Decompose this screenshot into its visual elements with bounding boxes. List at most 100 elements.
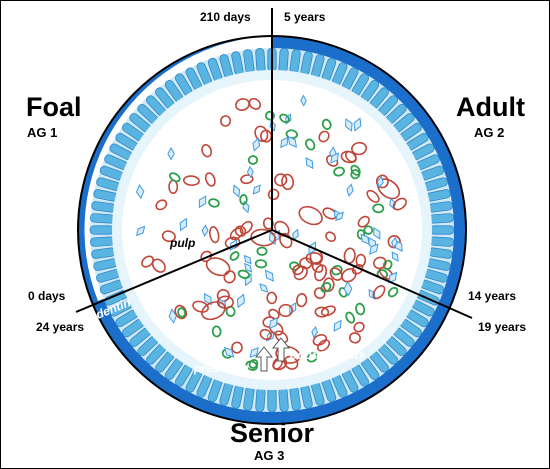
blood-vessel-red bbox=[259, 328, 272, 341]
blood-vessel-red bbox=[231, 341, 243, 354]
blood-vessel-red bbox=[192, 300, 209, 313]
blood-vessel-red bbox=[281, 173, 295, 191]
fibroblast-cell bbox=[252, 137, 261, 152]
blood-vessel-red bbox=[248, 97, 262, 110]
fibroblast-cell bbox=[360, 233, 370, 245]
vessel-green bbox=[279, 113, 290, 124]
vessel-green bbox=[177, 307, 186, 318]
fibroblast-cell bbox=[243, 254, 252, 265]
fibroblast-cell bbox=[236, 293, 245, 309]
blood-vessel-red bbox=[314, 264, 328, 282]
label-predentin: predentin bbox=[193, 361, 249, 375]
blood-vessel-red bbox=[141, 255, 154, 268]
vessel-green bbox=[363, 225, 374, 235]
divider-right bbox=[271, 229, 473, 319]
fibroblast-cell bbox=[244, 273, 252, 287]
vessel-green bbox=[169, 172, 181, 183]
fibroblast-cell bbox=[244, 262, 253, 273]
vessel-green bbox=[321, 118, 332, 130]
vessel-green bbox=[256, 246, 268, 256]
blood-vessel-red bbox=[239, 220, 253, 235]
fibroblast-cell bbox=[289, 302, 297, 315]
blood-vessel-red bbox=[373, 256, 387, 270]
vessel-green bbox=[382, 259, 393, 270]
blood-vessel-red bbox=[312, 334, 328, 346]
vessel-green bbox=[208, 198, 220, 208]
blood-vessel-red bbox=[182, 175, 200, 186]
fibroblast-cell bbox=[391, 236, 398, 249]
blood-vessel-red bbox=[209, 226, 220, 244]
odontoblast-cell bbox=[255, 48, 266, 73]
odontoblast-cell bbox=[255, 387, 266, 412]
label-odontoblasts: odontoblasts bbox=[290, 348, 366, 362]
blood-vessel-red bbox=[204, 172, 216, 187]
group-senior-code: AG 3 bbox=[254, 448, 284, 463]
blood-vessel-red bbox=[283, 355, 299, 370]
blood-vessel-red bbox=[250, 228, 276, 247]
vessel-green bbox=[265, 110, 275, 121]
pulp-content bbox=[135, 94, 407, 371]
blood-vessel-red bbox=[341, 267, 357, 283]
vessel-green bbox=[387, 286, 399, 298]
vessel-green bbox=[306, 352, 319, 363]
vessel-green bbox=[333, 166, 345, 177]
vessel-green bbox=[247, 155, 259, 165]
blood-vessel-red bbox=[317, 339, 331, 352]
fibroblast-cell bbox=[344, 118, 353, 132]
blood-vessel-red bbox=[353, 321, 365, 333]
vessel-green bbox=[372, 203, 385, 214]
blood-vessel-red bbox=[229, 227, 244, 241]
blood-vessel-red bbox=[329, 267, 343, 281]
odontoblast-cell bbox=[90, 213, 115, 224]
blood-vessel-red bbox=[298, 205, 323, 226]
vessel-green bbox=[229, 251, 240, 261]
blood-vessel-red bbox=[201, 301, 226, 321]
odontoblast-layer bbox=[89, 47, 455, 413]
vessel-green bbox=[254, 259, 268, 269]
fibroblast-cell bbox=[376, 175, 384, 189]
odontoblast-cell bbox=[278, 387, 289, 412]
blood-vessel-red bbox=[174, 304, 188, 320]
fibroblast-cell bbox=[249, 347, 259, 358]
fibroblast-cell bbox=[203, 292, 212, 306]
fibroblast-cell bbox=[135, 225, 146, 237]
odontoblast-cell bbox=[278, 48, 289, 73]
blood-vessel-red bbox=[372, 284, 386, 300]
fibroblast-cell bbox=[223, 347, 235, 358]
blood-vessel-red bbox=[274, 173, 288, 187]
vessel-green bbox=[331, 264, 343, 276]
group-foal-name: Foal bbox=[26, 92, 82, 122]
group-adult-code: AG 2 bbox=[474, 125, 504, 140]
label-pulp: pulp bbox=[169, 236, 195, 250]
vessel-green bbox=[350, 164, 361, 176]
blood-vessel-red bbox=[348, 332, 361, 344]
odontoblast-cell bbox=[429, 213, 454, 224]
odontoblast-cell bbox=[89, 225, 115, 235]
blood-vessel-red bbox=[268, 308, 280, 320]
arrow-predentin bbox=[254, 346, 274, 372]
vessel-green bbox=[345, 311, 356, 324]
fibroblast-cell bbox=[330, 152, 340, 164]
fibroblast-cell bbox=[388, 271, 398, 284]
fibroblast-cell bbox=[268, 317, 279, 330]
blood-vessel-red bbox=[201, 143, 213, 158]
fibroblast-cell bbox=[353, 117, 362, 132]
fibroblast-cell bbox=[259, 283, 269, 293]
fibroblast-cell bbox=[369, 243, 379, 255]
blood-vessel-red bbox=[234, 225, 247, 237]
blood-vessel-red bbox=[375, 174, 389, 189]
fibroblast-cell bbox=[201, 224, 209, 237]
fibroblast-cell bbox=[391, 251, 399, 262]
odontoblast-cell bbox=[429, 236, 454, 247]
blood-vessel-red bbox=[235, 98, 250, 111]
fibroblast-cell bbox=[179, 217, 188, 232]
fibroblast-cell bbox=[287, 135, 298, 148]
group-adult-name: Adult bbox=[456, 92, 525, 122]
blood-vessel-red bbox=[155, 199, 168, 211]
blood-vessel-red bbox=[355, 253, 367, 268]
blood-vessel-red bbox=[313, 287, 326, 300]
fibroblast-cell bbox=[343, 280, 353, 297]
time-210-days: 210 days bbox=[200, 10, 251, 24]
fibroblast-cell bbox=[305, 157, 314, 170]
